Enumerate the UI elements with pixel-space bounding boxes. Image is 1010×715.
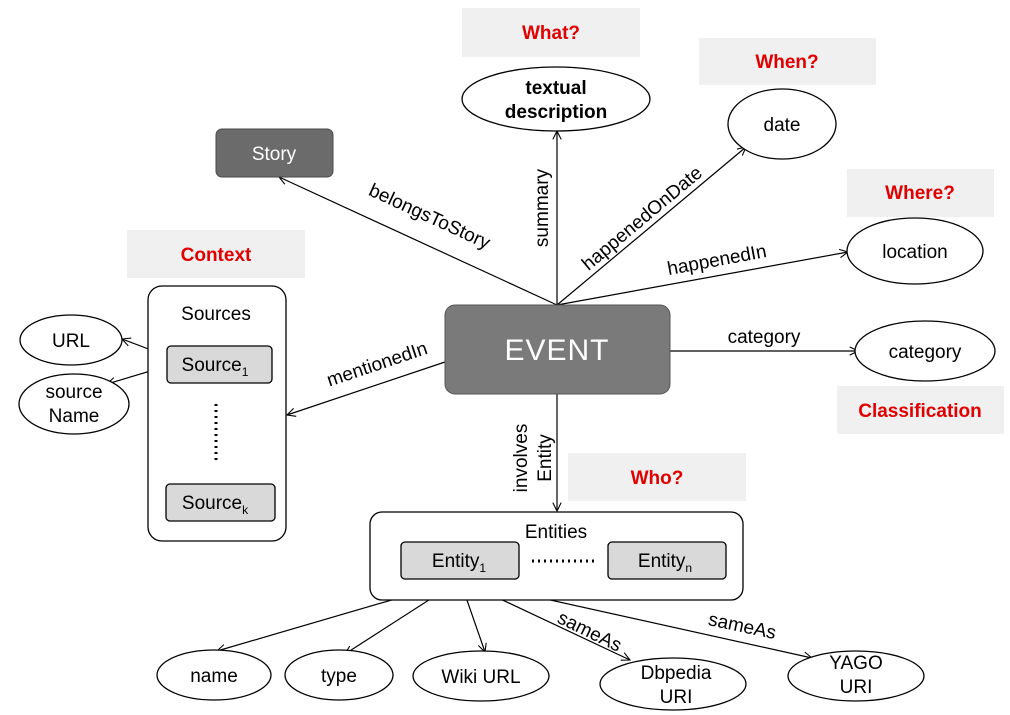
wiki-url-node: Wiki URL — [412, 650, 550, 702]
happened-on-date-edge — [556, 147, 746, 306]
entities-container: Entities Entity1 Entityn — [369, 511, 744, 601]
summary-label: summary — [532, 168, 553, 247]
yago-uri-line2: URI — [840, 677, 873, 698]
event-node-text: EVENT — [504, 334, 609, 367]
category-node-text: category — [889, 342, 962, 363]
source-first-label: Source1 — [182, 355, 249, 379]
sources-container: Sources Source1 Sourcek — [147, 285, 287, 542]
type-node: type — [284, 649, 394, 701]
date-node-text: date — [764, 115, 801, 136]
date-node: date — [727, 88, 837, 160]
textual-description-node: textual description — [461, 66, 651, 132]
type-node-text: type — [321, 666, 357, 687]
source-first-box: Source1 — [166, 345, 273, 384]
source-name-line2: Name — [49, 406, 100, 427]
context-label-text: Context — [181, 245, 252, 266]
who-label: Who? — [568, 453, 746, 501]
belongs-to-story-edge — [279, 177, 558, 306]
classification-label: Classification — [837, 386, 1004, 434]
what-label: What? — [462, 8, 640, 57]
where-label: Where? — [847, 169, 994, 217]
story-node: Story — [215, 128, 334, 178]
textual-description-line1: textual — [525, 78, 586, 99]
event-node: EVENT — [444, 304, 671, 395]
entity-last-box: Entityn — [607, 541, 727, 580]
happened-in-edge — [556, 252, 848, 306]
happened-in-label: happenedIn — [666, 241, 769, 280]
belongs-to-story-label: belongsToStory — [365, 180, 493, 254]
classification-label-text: Classification — [858, 401, 982, 422]
textual-description-line2: description — [505, 102, 607, 123]
entity-first-box: Entity1 — [400, 541, 520, 580]
involves-label-line1: involves — [511, 424, 532, 493]
mentioned-in-edge — [287, 361, 446, 415]
entity-first-label: Entity1 — [432, 551, 487, 575]
who-label-text: Who? — [631, 468, 684, 489]
dbpedia-uri-node: Dbpedia URI — [599, 657, 747, 711]
name-node: name — [156, 649, 272, 701]
yago-uri-line1: YAGO — [829, 653, 883, 674]
wiki-url-node-text: Wiki URL — [441, 667, 520, 688]
url-node: URL — [19, 314, 123, 366]
when-label: When? — [699, 38, 876, 85]
involves-label-line2: Entity — [535, 434, 556, 482]
category-node: category — [854, 320, 996, 382]
sources-title: Sources — [181, 304, 251, 325]
name-node-text: name — [190, 666, 238, 687]
url-node-text: URL — [52, 331, 90, 352]
context-label: Context — [127, 230, 305, 278]
yago-uri-node: YAGO URI — [787, 650, 925, 702]
category-edge-label: category — [728, 327, 801, 348]
source-name-node: source Name — [18, 373, 130, 435]
what-label-text: What? — [522, 23, 580, 44]
dbpedia-uri-line1: Dbpedia — [641, 663, 712, 684]
same-as-label-2: sameAs — [706, 609, 778, 644]
source-name-line1: source — [45, 382, 102, 403]
when-label-text: When? — [755, 52, 818, 73]
where-label-text: Where? — [885, 183, 955, 204]
story-node-text: Story — [252, 144, 297, 165]
mentioned-in-label: mentionedIn — [324, 338, 430, 391]
entities-title: Entities — [525, 522, 587, 543]
location-node: location — [846, 217, 984, 285]
source-last-label: Sourcek — [182, 493, 249, 517]
same-as-label-1: sameAs — [554, 608, 625, 657]
source-last-box: Sourcek — [165, 483, 276, 522]
dbpedia-uri-line2: URI — [660, 687, 693, 708]
location-node-text: location — [882, 242, 948, 263]
entity-last-label: Entityn — [638, 551, 692, 575]
